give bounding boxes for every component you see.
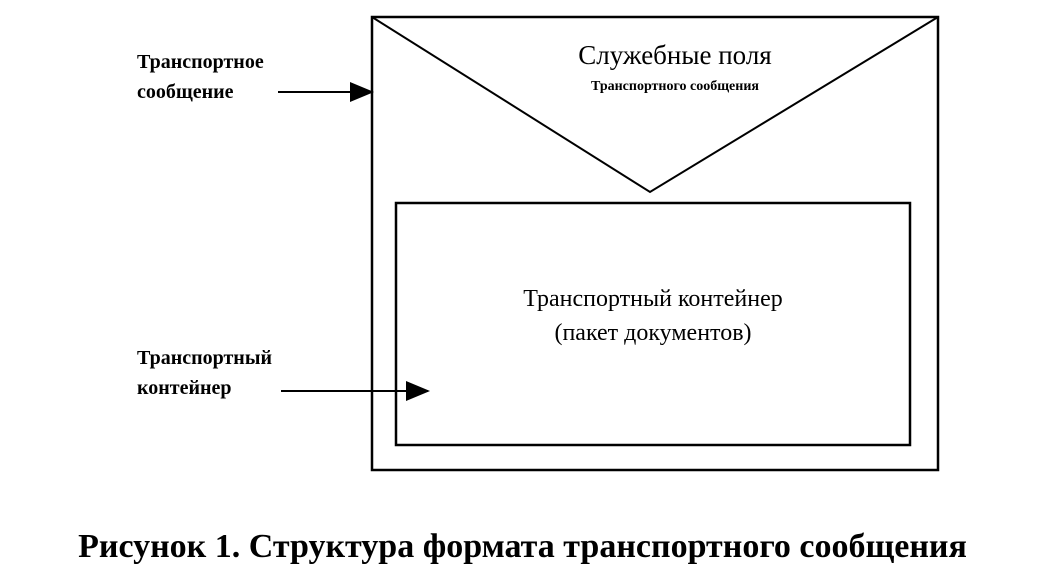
message-label-line2: сообщение — [137, 81, 234, 103]
container-title: Транспортный контейнер — [523, 286, 783, 312]
envelope-flap — [371, 16, 939, 194]
message-label-line1: Транспортное — [137, 51, 264, 73]
figure-caption: Рисунок 1. Структура формата транспортно… — [78, 528, 967, 565]
transport-message-box — [370, 15, 940, 472]
container-label-line1: Транспортный — [137, 347, 272, 369]
transport-container-box — [394, 201, 912, 447]
container-subtitle: (пакет документов) — [554, 320, 752, 346]
envelope-title: Служебные поля — [578, 40, 772, 70]
container-label-line2: контейнер — [137, 377, 232, 399]
envelope-subtitle: Транспортного сообщения — [591, 79, 759, 94]
